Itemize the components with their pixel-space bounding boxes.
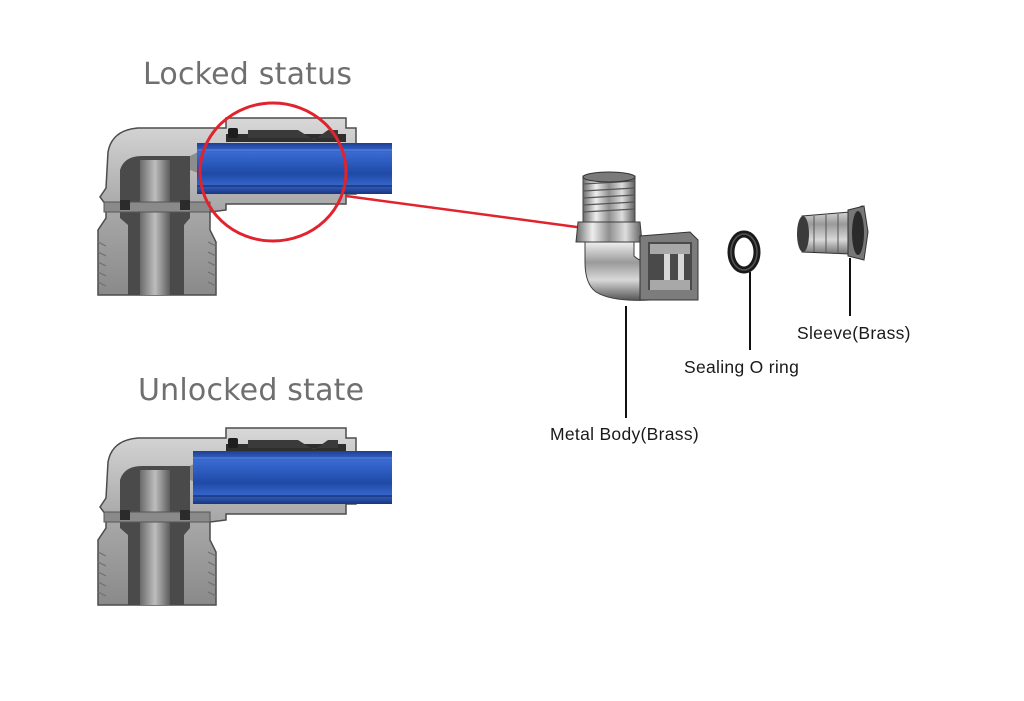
o-ring-part (727, 230, 761, 274)
metal-body-part (575, 171, 699, 301)
locked-highlight-circle (198, 101, 348, 243)
unlocked-state-title: Unlocked state (138, 373, 365, 408)
sleeve-part (797, 205, 869, 261)
unlocked-tube (193, 451, 392, 504)
highlight-leader-line (345, 194, 585, 230)
sleeve-label: Sleeve(Brass) (797, 323, 911, 343)
locked-status-title: Locked status (143, 57, 353, 92)
sealing-o-ring-label: Sealing O ring (684, 357, 800, 377)
metal-body-label: Metal Body(Brass) (550, 424, 700, 444)
